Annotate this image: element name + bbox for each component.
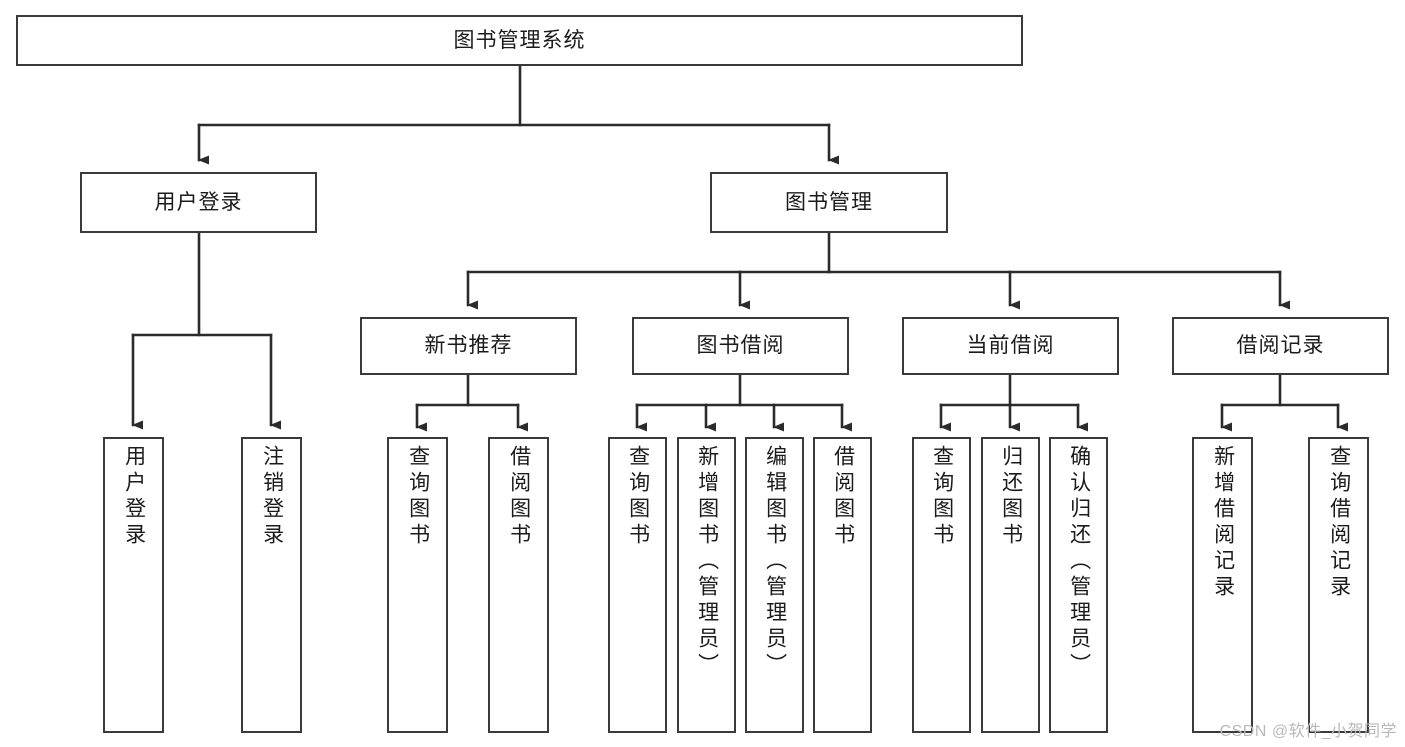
node-borrow-record-label: 借阅记录 — [1236, 334, 1325, 358]
node-book-manage-label: 图书管理 — [785, 190, 873, 214]
node-user-login[interactable]: 用户登录 — [80, 172, 317, 233]
csdn-watermark: CSDN @软件_小贺同学 — [1219, 723, 1397, 740]
node-root[interactable]: 图书管理系统 — [16, 15, 1023, 66]
node-user-login-label: 用户登录 — [154, 190, 243, 214]
leaf-confirm-return-label: 确认归还（管理员） — [1067, 445, 1091, 679]
leaf-query-book-1[interactable]: 查询图书 — [387, 437, 448, 733]
leaf-edit-book[interactable]: 编辑图书（管理员） — [745, 437, 804, 733]
leaf-add-book-label: 新增图书（管理员） — [695, 445, 719, 679]
leaf-user-logout[interactable]: 注销登录 — [241, 437, 302, 733]
leaf-borrow-book-1-label: 借阅图书 — [507, 445, 531, 549]
leaf-add-record[interactable]: 新增借阅记录 — [1192, 437, 1253, 733]
leaf-query-record-label: 查询借阅记录 — [1327, 445, 1351, 601]
leaf-edit-book-label: 编辑图书（管理员） — [763, 445, 787, 679]
leaf-query-record[interactable]: 查询借阅记录 — [1308, 437, 1369, 733]
node-root-label: 图书管理系统 — [453, 28, 586, 52]
leaf-add-book[interactable]: 新增图书（管理员） — [677, 437, 736, 733]
leaf-query-book-1-label: 查询图书 — [406, 445, 430, 549]
leaf-return-book-label: 归还图书 — [999, 445, 1023, 549]
leaf-borrow-book-2-label: 借阅图书 — [831, 445, 855, 549]
node-new-book-rec-label: 新书推荐 — [424, 334, 513, 358]
leaf-add-record-label: 新增借阅记录 — [1211, 445, 1235, 601]
node-book-borrow[interactable]: 图书借阅 — [632, 317, 849, 375]
leaf-user-logout-label: 注销登录 — [260, 445, 284, 549]
leaf-return-book[interactable]: 归还图书 — [981, 437, 1040, 733]
node-current-borrow[interactable]: 当前借阅 — [902, 317, 1119, 375]
leaf-query-book-3-label: 查询图书 — [930, 445, 954, 549]
leaf-confirm-return[interactable]: 确认归还（管理员） — [1049, 437, 1108, 733]
leaf-borrow-book-1[interactable]: 借阅图书 — [488, 437, 549, 733]
leaf-user-login[interactable]: 用户登录 — [103, 437, 164, 733]
node-book-borrow-label: 图书借阅 — [696, 334, 785, 358]
node-new-book-rec[interactable]: 新书推荐 — [360, 317, 577, 375]
leaf-user-login-label: 用户登录 — [122, 445, 146, 549]
leaf-query-book-2-label: 查询图书 — [626, 445, 650, 549]
node-borrow-record[interactable]: 借阅记录 — [1172, 317, 1389, 375]
node-current-borrow-label: 当前借阅 — [966, 334, 1055, 358]
leaf-query-book-3[interactable]: 查询图书 — [912, 437, 971, 733]
node-book-manage[interactable]: 图书管理 — [710, 172, 948, 233]
leaf-query-book-2[interactable]: 查询图书 — [608, 437, 667, 733]
leaf-borrow-book-2[interactable]: 借阅图书 — [813, 437, 872, 733]
